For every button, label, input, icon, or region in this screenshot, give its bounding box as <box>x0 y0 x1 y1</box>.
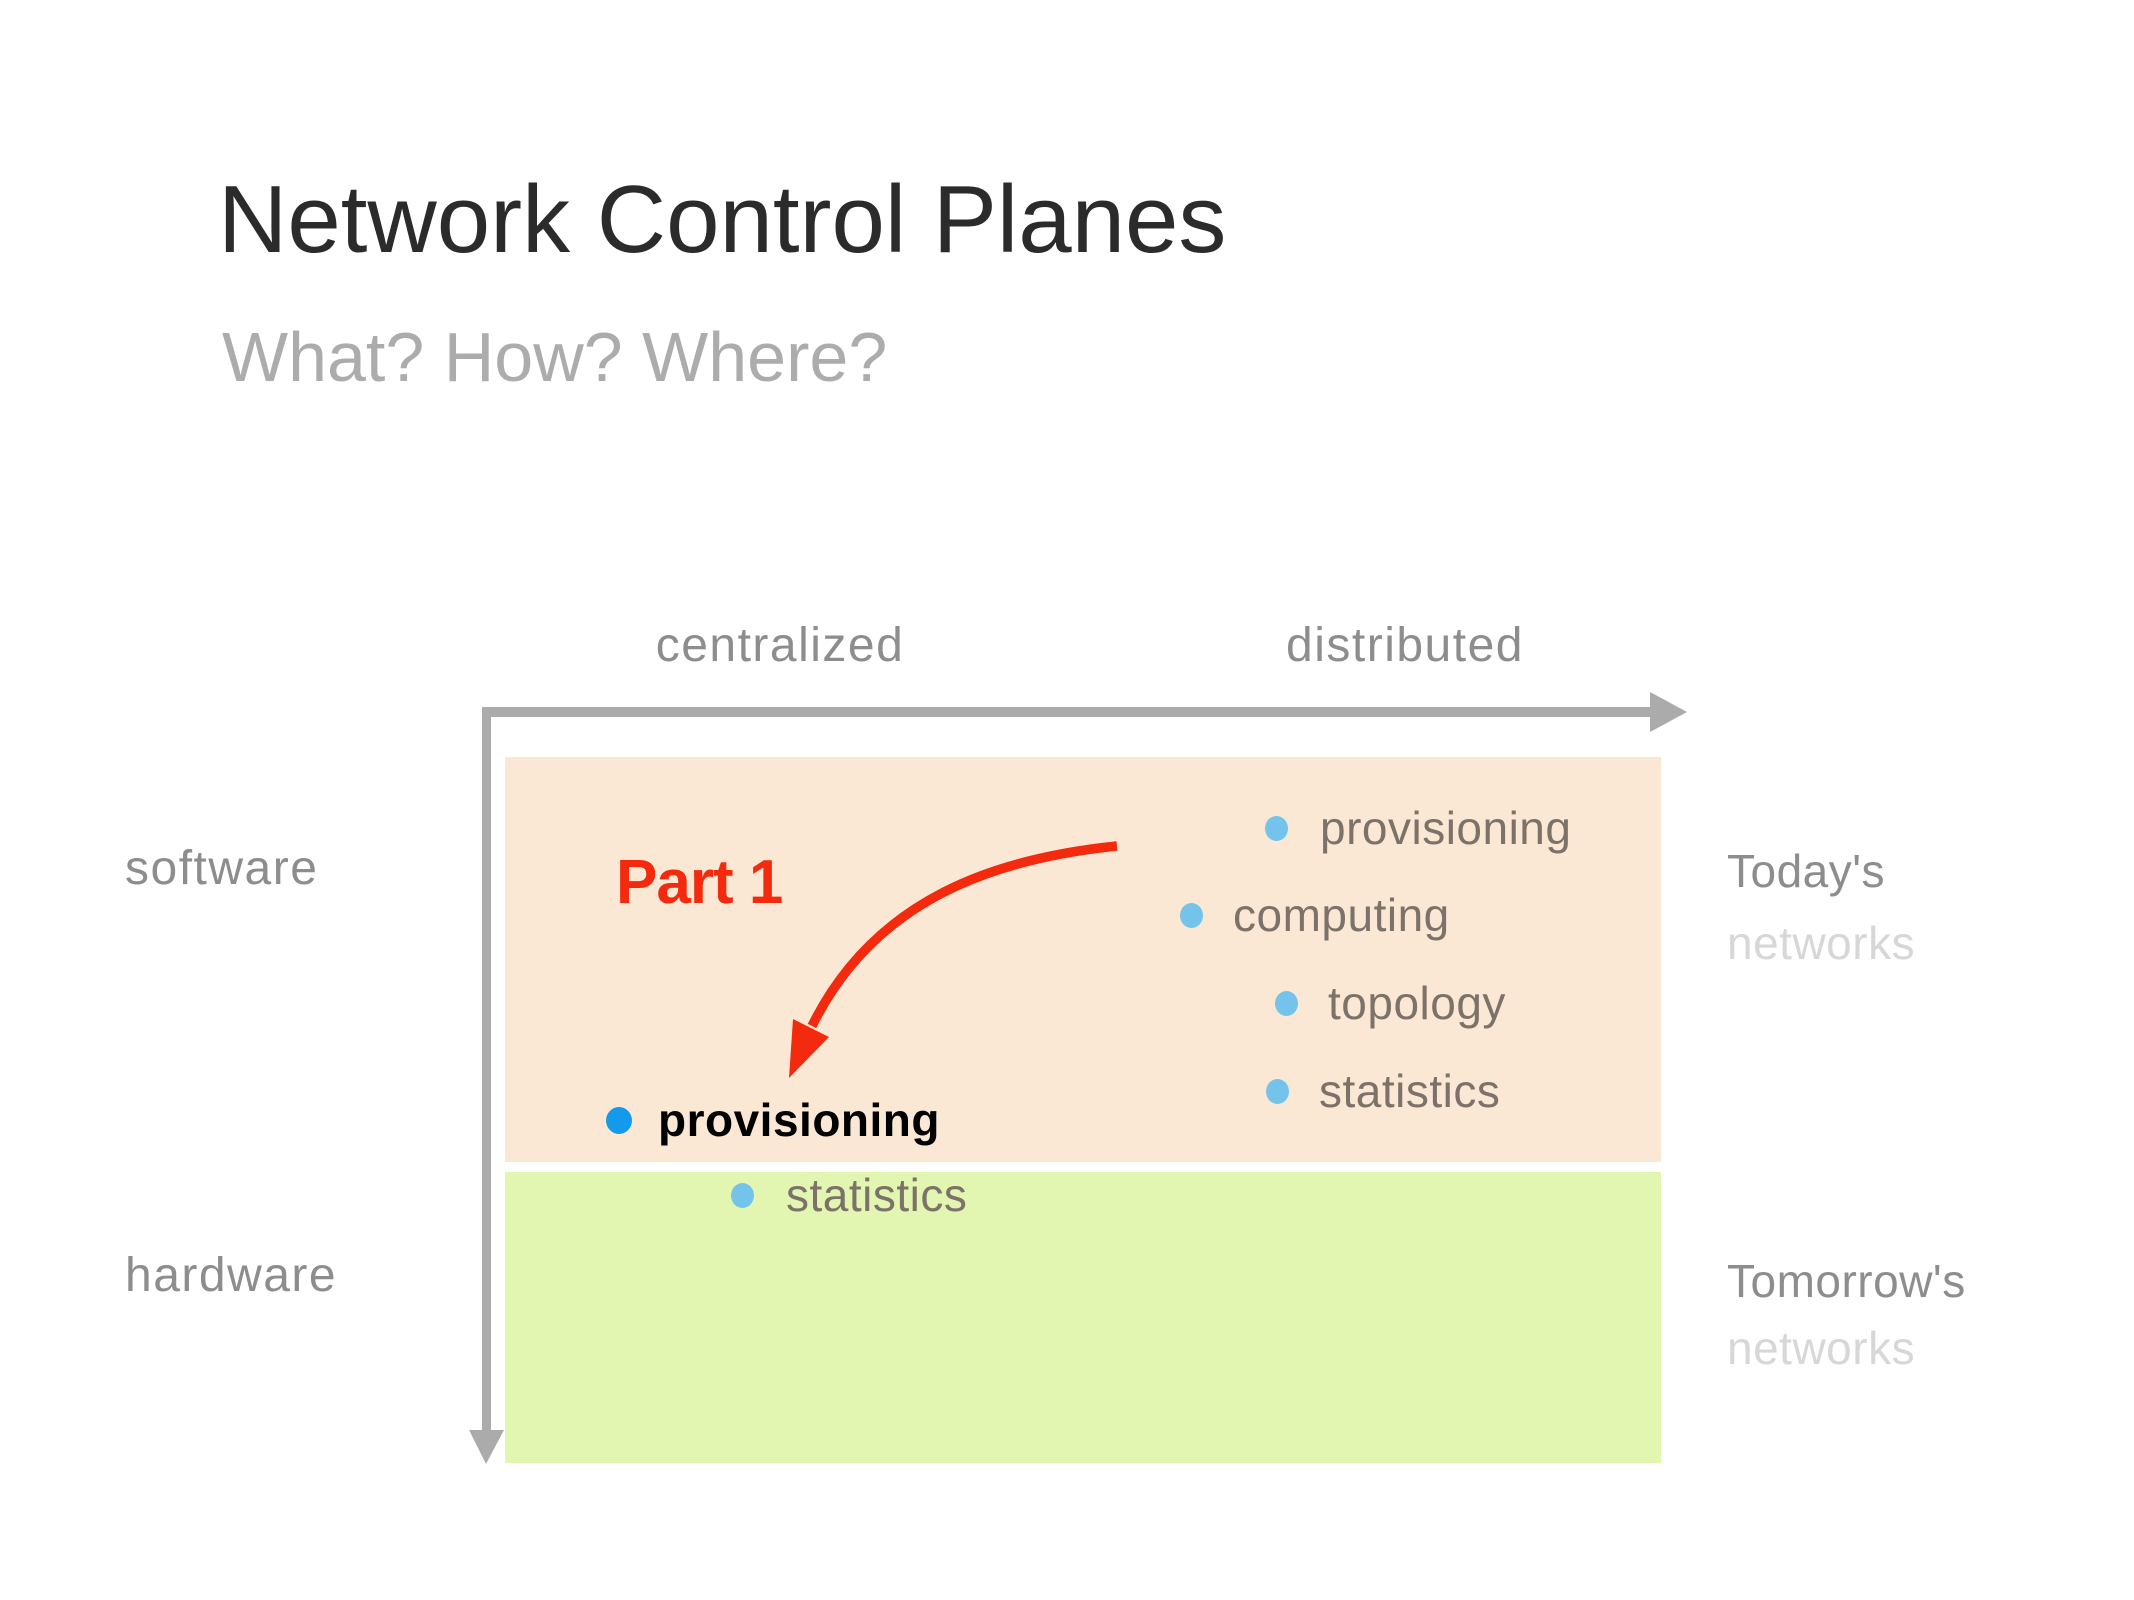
y-axis-label-hardware: hardware <box>125 1249 338 1302</box>
x-axis-label-distributed: distributed <box>1286 619 1524 672</box>
x-axis-arrow-icon <box>482 692 1687 732</box>
today-networks-label-line2: networks <box>1727 917 1916 969</box>
tomorrow-networks-region <box>505 1172 1661 1463</box>
part1-annotation: Part 1 <box>616 848 783 917</box>
list-item: provisioning <box>1265 805 1571 851</box>
today-networks-label-line1: Today's <box>1727 845 1886 897</box>
y-axis-label-software: software <box>125 842 319 895</box>
tomorrow-networks-label-line2: networks <box>1727 1322 1916 1374</box>
bullet-label: statistics <box>786 1169 968 1221</box>
list-item-highlight: provisioning <box>606 1097 940 1143</box>
bullet-dot-icon <box>1266 1078 1289 1104</box>
page-title: Network Control Planes <box>218 166 1227 273</box>
y-axis-arrow-icon <box>469 707 504 1464</box>
list-item: topology <box>1275 980 1506 1026</box>
bullet-label: statistics <box>1319 1065 1501 1117</box>
list-item: statistics <box>1266 1068 1500 1114</box>
bullet-label: provisioning <box>658 1094 940 1146</box>
bullet-dot-icon <box>1180 902 1203 928</box>
bullet-dot-icon <box>606 1106 632 1134</box>
bullet-dot-icon <box>731 1182 754 1208</box>
bullet-label: topology <box>1328 977 1506 1029</box>
list-item: statistics <box>731 1172 967 1218</box>
tomorrow-networks-label-line1: Tomorrow's <box>1727 1255 1966 1307</box>
part1-curved-arrow-icon <box>789 841 1118 1078</box>
bullet-dot-icon <box>1275 990 1298 1016</box>
x-axis-label-centralized: centralized <box>655 619 905 672</box>
bullet-label: computing <box>1233 889 1450 941</box>
today-networks-region <box>505 757 1661 1162</box>
bullet-label: provisioning <box>1320 802 1572 854</box>
list-item: computing <box>1180 892 1450 938</box>
page-subtitle: What? How? Where? <box>222 318 888 396</box>
bullet-dot-icon <box>1265 815 1288 841</box>
